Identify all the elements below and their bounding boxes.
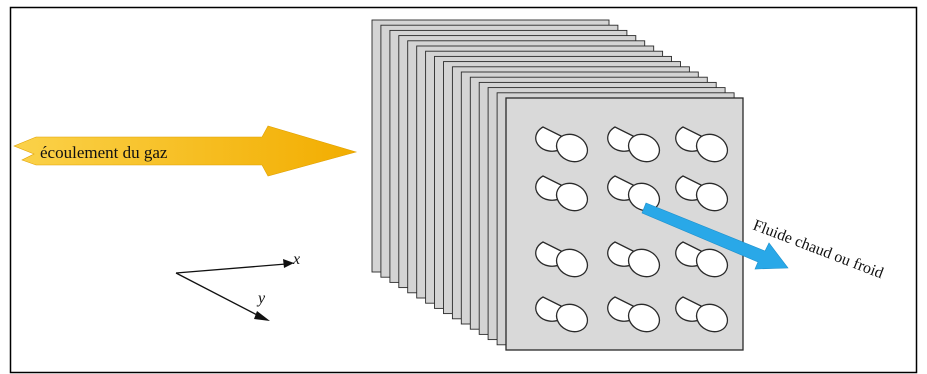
tube-end-cap (695, 303, 729, 333)
y-axis-label: y (256, 290, 266, 307)
tube-end-cap (627, 133, 661, 163)
tube (675, 175, 729, 212)
y-axis-arrowhead (254, 311, 270, 321)
tube-end-cap (555, 133, 589, 163)
tube-end-cap (555, 248, 589, 278)
axes: x y (175, 251, 300, 321)
x-axis (175, 263, 287, 274)
tube (607, 241, 661, 278)
tube (535, 241, 589, 278)
fluid-flow-arrow (641, 202, 789, 270)
tube-end-cap (555, 303, 589, 333)
tube (675, 126, 729, 163)
tube-end-cap (695, 133, 729, 163)
tube-array (535, 126, 729, 333)
gas-flow-arrow: écoulement du gaz (13, 125, 358, 177)
tube (675, 296, 729, 333)
x-axis-arrowhead (283, 259, 294, 268)
tube-end-cap (627, 248, 661, 278)
tube-end-cap (627, 303, 661, 333)
tube (535, 126, 589, 163)
tube-end-cap (695, 182, 729, 212)
tube-end-cap (627, 182, 661, 212)
tube-end-cap (695, 248, 729, 278)
tube (607, 296, 661, 333)
tube (535, 296, 589, 333)
x-axis-label: x (292, 251, 300, 268)
y-axis (175, 272, 262, 318)
tube (607, 126, 661, 163)
tube (675, 241, 729, 278)
tube (607, 175, 661, 212)
tube-end-cap (555, 182, 589, 212)
gas-flow-label: écoulement du gaz (40, 143, 168, 162)
tube (535, 175, 589, 212)
